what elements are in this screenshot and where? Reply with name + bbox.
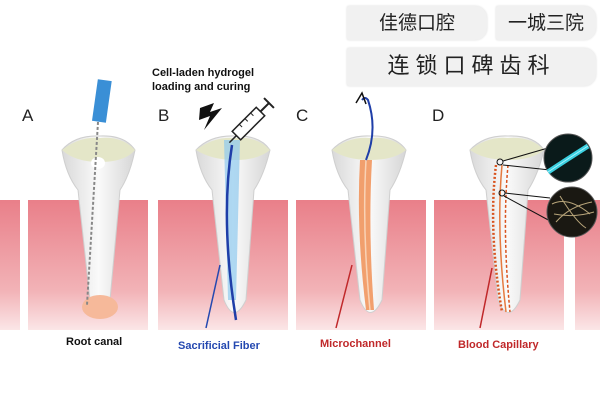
caption-sacrificial-fiber: Sacrificial Fiber (178, 340, 260, 352)
endodontic-file (86, 79, 112, 306)
panel-label-b: B (158, 106, 170, 125)
tooth-a (61, 135, 136, 319)
syringe-icon (228, 97, 275, 144)
caption-blood-capillary: Blood Capillary (458, 339, 539, 351)
microscopy-inset-vessel (543, 133, 593, 183)
panel-label-a: A (22, 106, 34, 125)
watermark-clinic-name: 佳德口腔 (347, 6, 487, 40)
watermark-branch: 一城三院 (496, 6, 596, 40)
tooth-b (195, 135, 271, 329)
panel-label-c: C (296, 106, 309, 125)
caption-root-canal: Root canal (66, 336, 123, 348)
tooth-d (469, 135, 553, 329)
watermark-slogan: 连锁口碑齿科 (347, 48, 596, 86)
hydrogel-note-line1: Cell-laden hydrogel (152, 67, 255, 79)
hydrogel-note: Cell-laden hydrogel loading and curing (152, 66, 254, 94)
microscopy-inset-network (546, 186, 598, 238)
lightning-icon (199, 103, 222, 130)
hydrogel-note-line2: loading and curing (152, 81, 251, 93)
tooth-c (331, 91, 407, 329)
panel-label-d: D (432, 106, 445, 125)
caption-microchannel: Microchannel (320, 338, 391, 350)
